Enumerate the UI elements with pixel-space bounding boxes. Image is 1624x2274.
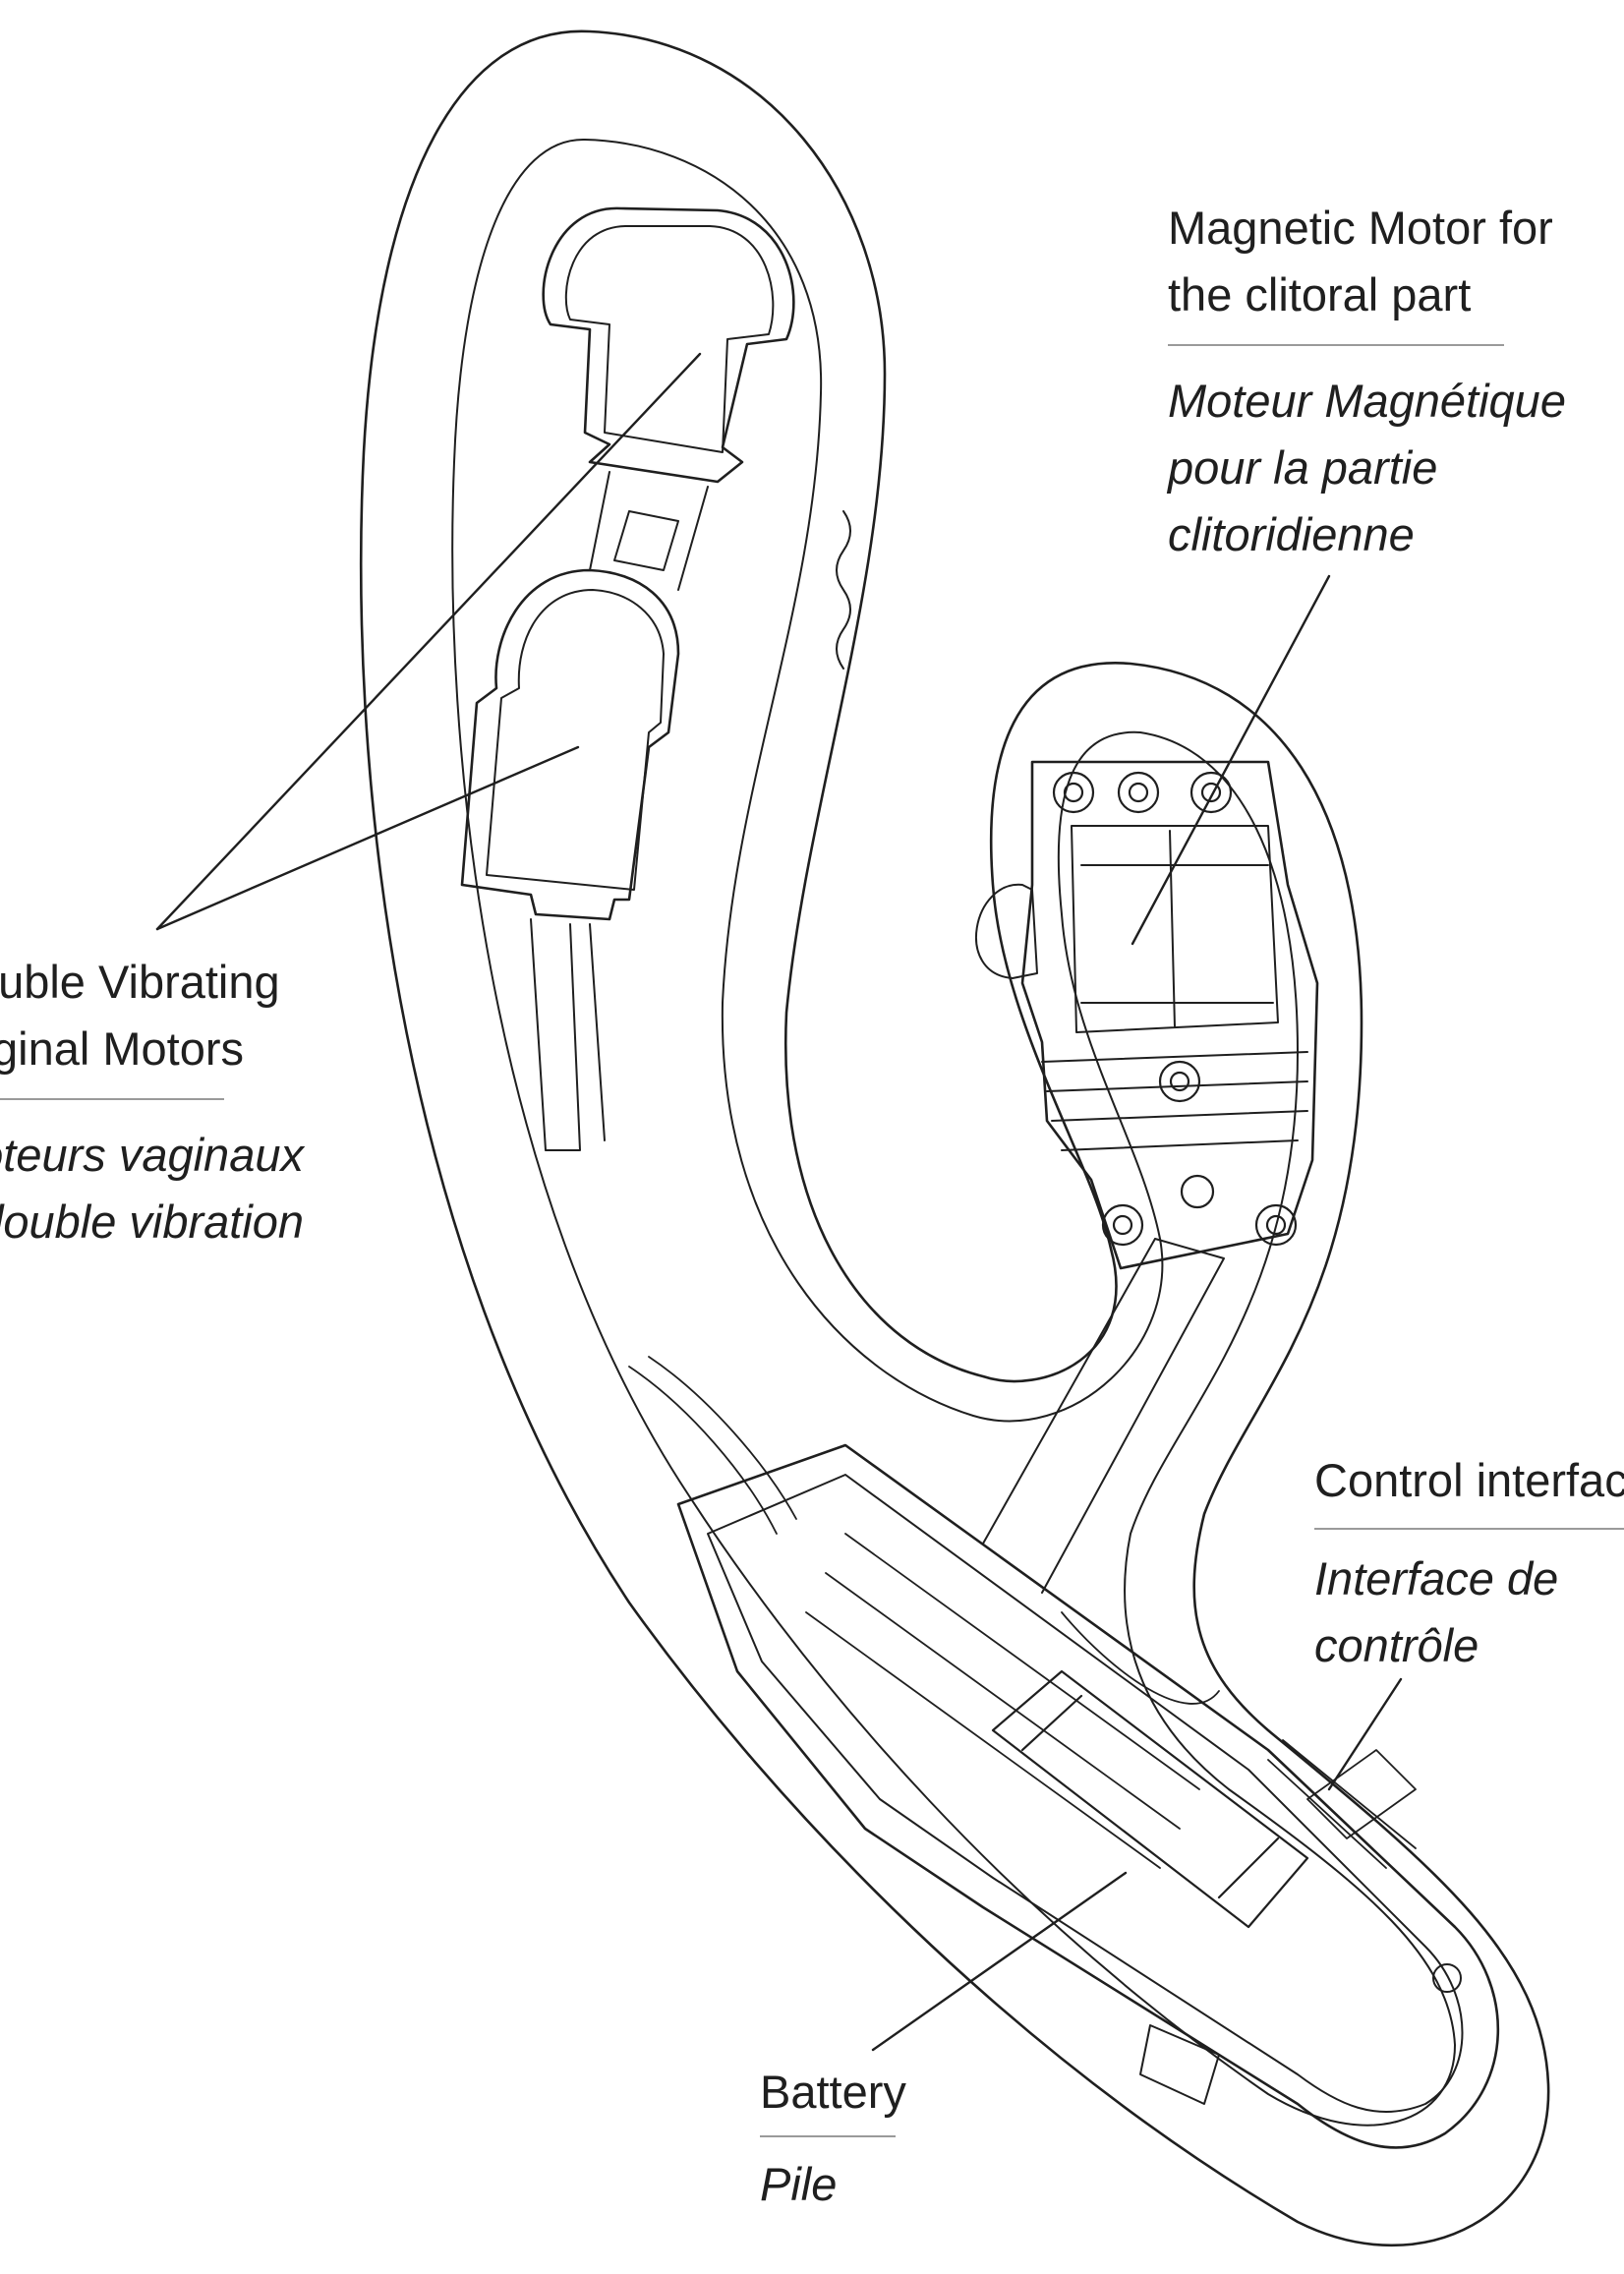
label-divider	[1168, 344, 1504, 346]
label-vibrating-motors-en-2: Vaginal Motors	[0, 1022, 244, 1075]
lower-motor-housing	[460, 568, 680, 921]
magnetic-motor-frame	[1020, 760, 1319, 1270]
label-magnetic-motor-fr-2: pour la partie	[1168, 441, 1438, 494]
upper-motor-housing	[542, 206, 795, 484]
motor-wires	[530, 918, 606, 1151]
label-control-interface-fr-1: Interface de	[1314, 1552, 1559, 1604]
label-magnetic-motor-en-2: the clitoral part	[1168, 268, 1472, 321]
leader-control-interface	[1327, 1677, 1403, 1791]
label-control-interface-fr-2: contrôle	[1314, 1619, 1479, 1671]
leader-upper-motor	[155, 352, 702, 931]
control-circuit	[1267, 1739, 1417, 1869]
label-control-interface: Control interface Interface de contrôle	[1314, 1447, 1624, 1679]
leader-battery	[871, 1871, 1128, 2052]
battery-cell	[991, 1669, 1309, 1929]
bottom-hatch	[1139, 2024, 1220, 2105]
label-battery-fr-1: Pile	[760, 2158, 838, 2210]
side-button-bump	[975, 883, 1038, 979]
device-ridges	[836, 510, 851, 670]
label-vibrating-motors: Double Vibrating Vaginal Motors Moteurs …	[0, 949, 304, 1255]
label-magnetic-motor-fr-3: clitoridienne	[1168, 508, 1415, 560]
leader-lower-motor	[155, 745, 580, 931]
handle-compartment	[676, 1443, 1500, 2149]
label-magnetic-motor-en-1: Magnetic Motor for	[1168, 202, 1553, 254]
label-vibrating-motors-fr-2: à double vibration	[0, 1195, 305, 1248]
neck-channel	[982, 1238, 1225, 1594]
handle-wires	[628, 1356, 1220, 1705]
control-screw	[1432, 1963, 1462, 1993]
label-battery: Battery Pile	[760, 2059, 906, 2218]
label-magnetic-motor: Magnetic Motor for the clitoral part Mot…	[1168, 195, 1566, 568]
handle-inner	[707, 1474, 1464, 2113]
label-control-interface-en-1: Control interface	[1314, 1454, 1624, 1506]
label-vibrating-motors-en-1: Double Vibrating	[0, 956, 280, 1008]
magnetic-motor-bearings	[1052, 771, 1298, 1247]
motor-connector	[589, 471, 709, 591]
label-divider	[760, 2135, 896, 2137]
device-outer-outline	[359, 29, 1550, 2247]
label-divider	[1314, 1528, 1624, 1530]
battery-lines	[805, 1533, 1200, 1869]
magnetic-motor-core	[1071, 825, 1279, 1033]
label-battery-en-1: Battery	[760, 2066, 906, 2118]
leader-lines	[155, 352, 1403, 2052]
leader-magnetic-motor	[1131, 574, 1331, 946]
lower-motor-inner	[486, 589, 665, 891]
magnetic-motor-rails	[1041, 1051, 1308, 1151]
label-divider	[0, 1098, 224, 1100]
upper-motor-inner	[564, 224, 775, 453]
label-magnetic-motor-fr-1: Moteur Magnétique	[1168, 375, 1566, 427]
label-vibrating-motors-fr-1: Moteurs vaginaux	[0, 1129, 304, 1181]
device-inner-shell	[451, 138, 1456, 2127]
